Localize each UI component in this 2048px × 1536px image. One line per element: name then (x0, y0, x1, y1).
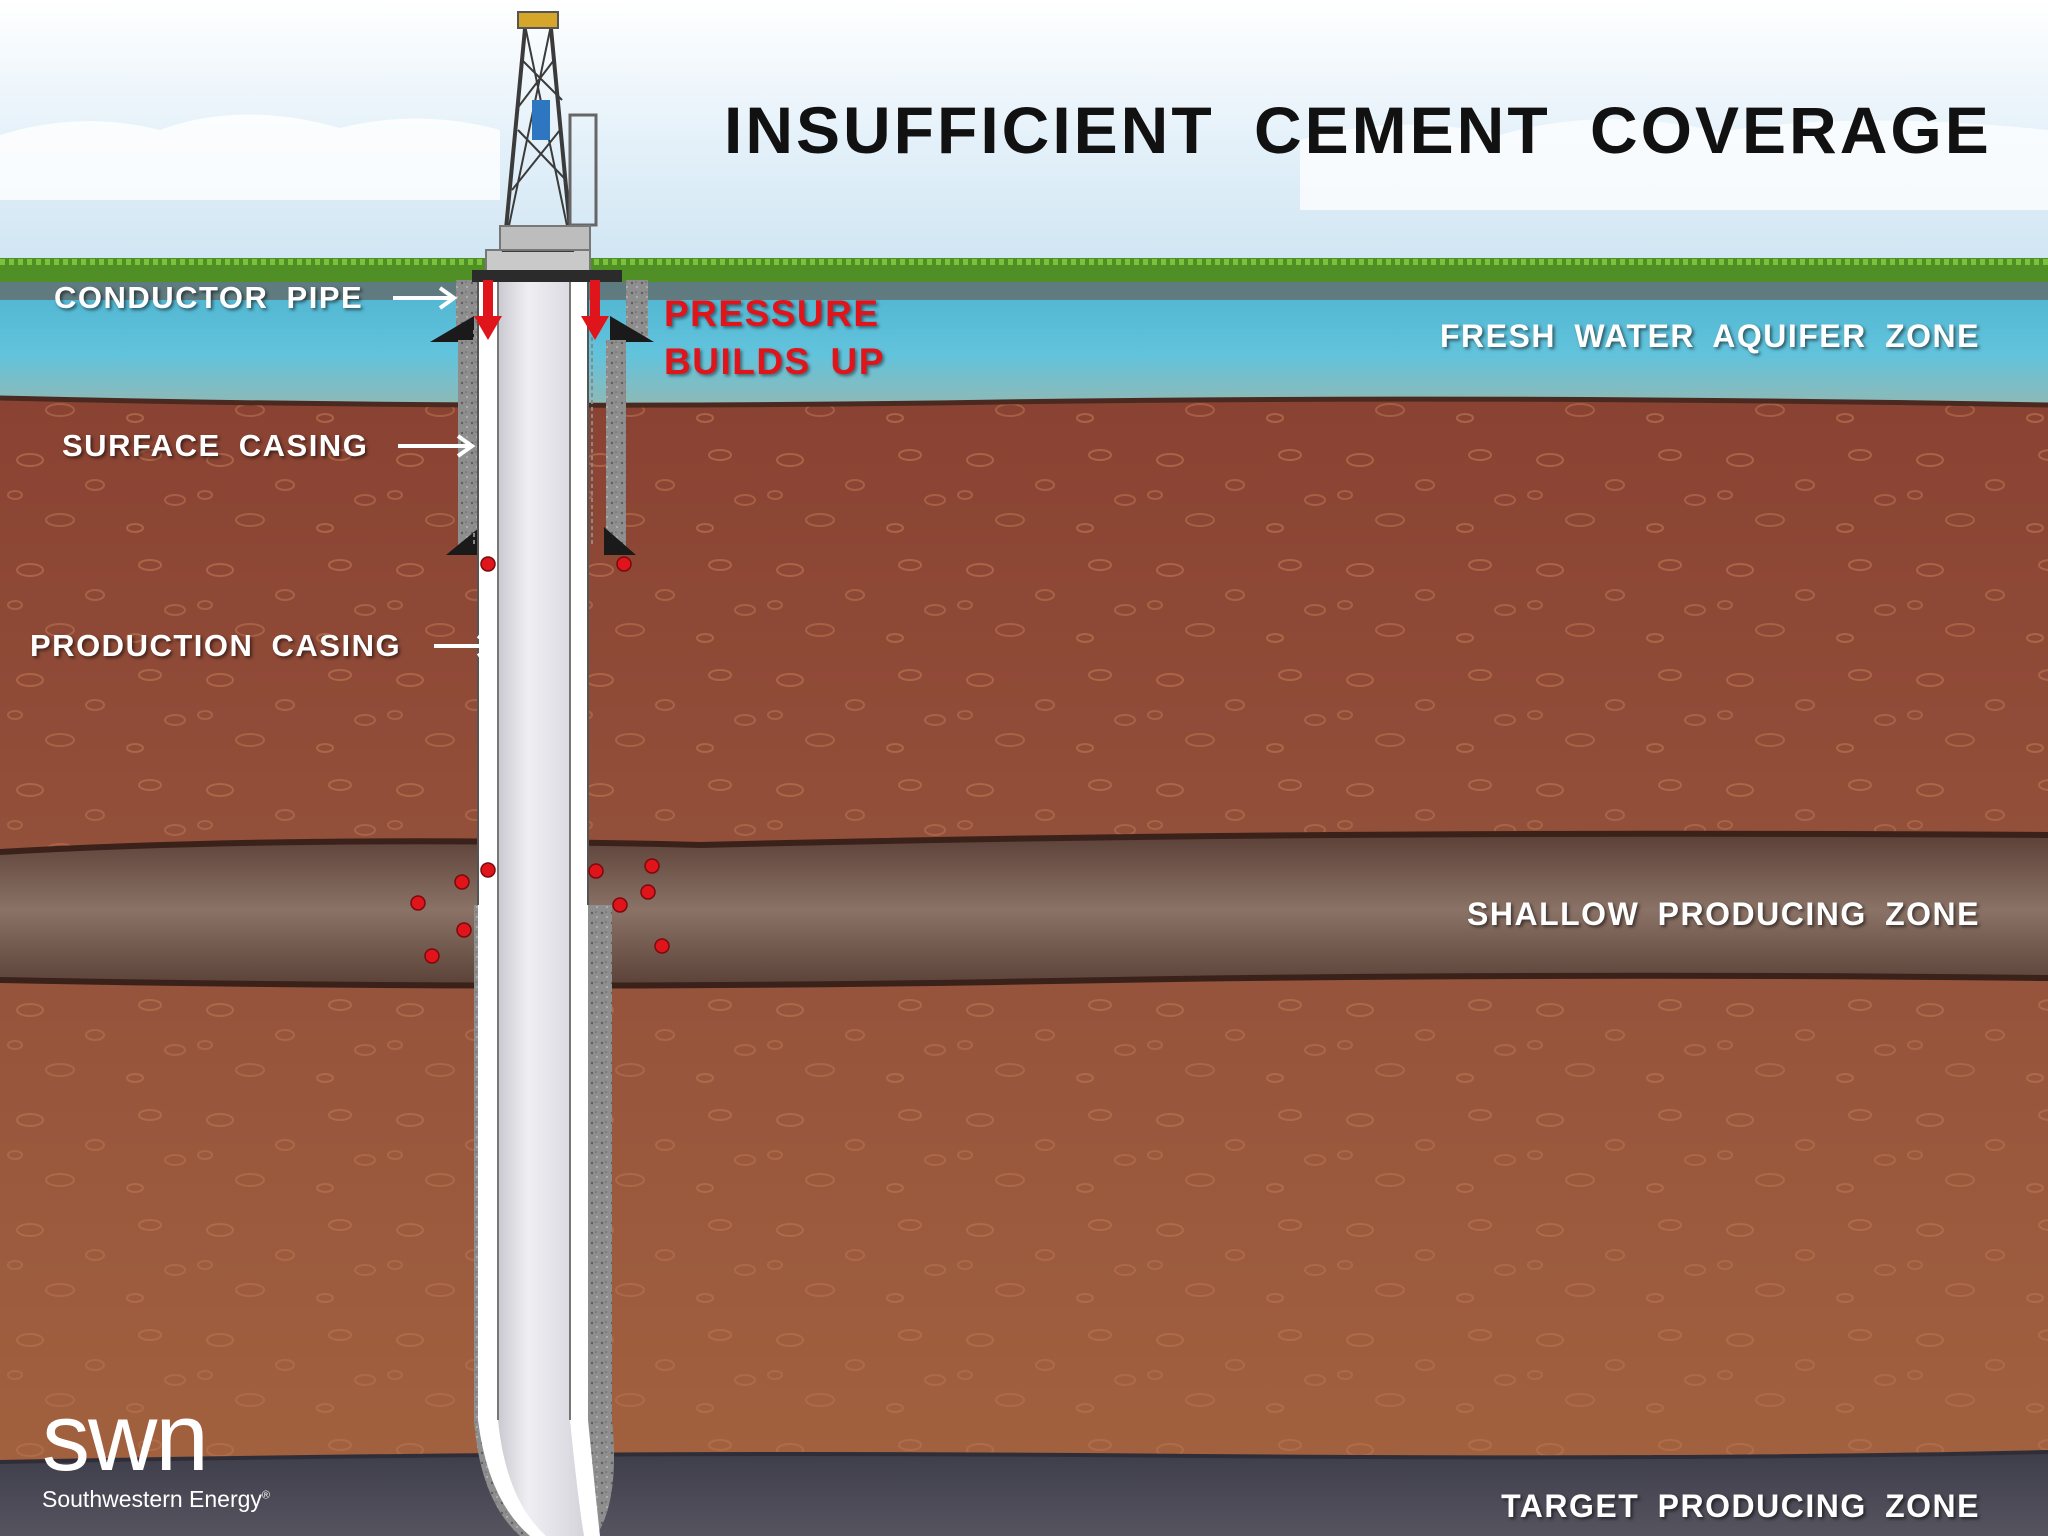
label-target-zone: TARGET PRODUCING ZONE (1501, 1488, 1980, 1524)
label-shallow-zone: SHALLOW PRODUCING ZONE (1467, 896, 1980, 932)
logo-mark: swn (42, 1384, 209, 1491)
pressure-label: PRESSURE BUILDS UP (664, 290, 885, 386)
surface-shoe (446, 527, 480, 555)
label-fresh-water-zone: FRESH WATER AQUIFER ZONE (1440, 318, 1980, 354)
drilling-rig-icon (499, 11, 598, 252)
swn-logo: swn Southwestern Energy® (42, 1390, 270, 1513)
grass (0, 258, 2048, 282)
clouds (0, 114, 500, 200)
conductor-shoe (430, 316, 474, 342)
pointer-arrow-icon (393, 286, 496, 658)
gas-leak-dot-icon (410, 556, 670, 964)
label-production-casing: PRODUCTION CASING (30, 628, 402, 663)
pressure-label-line1: PRESSURE (664, 293, 880, 334)
page-title: INSUFFICIENT CEMENT COVERAGE (724, 93, 1992, 167)
pressure-arrow-icon (474, 280, 609, 340)
label-conductor-pipe: CONDUCTOR PIPE (54, 280, 364, 315)
pressure-label-line2: BUILDS UP (664, 341, 885, 382)
logo-reg-mark: ® (261, 1489, 271, 1502)
logo-name-text: Southwestern Energy (42, 1486, 262, 1512)
logo-company-name: Southwestern Energy® (42, 1486, 270, 1513)
label-surface-casing: SURFACE CASING (62, 428, 369, 463)
